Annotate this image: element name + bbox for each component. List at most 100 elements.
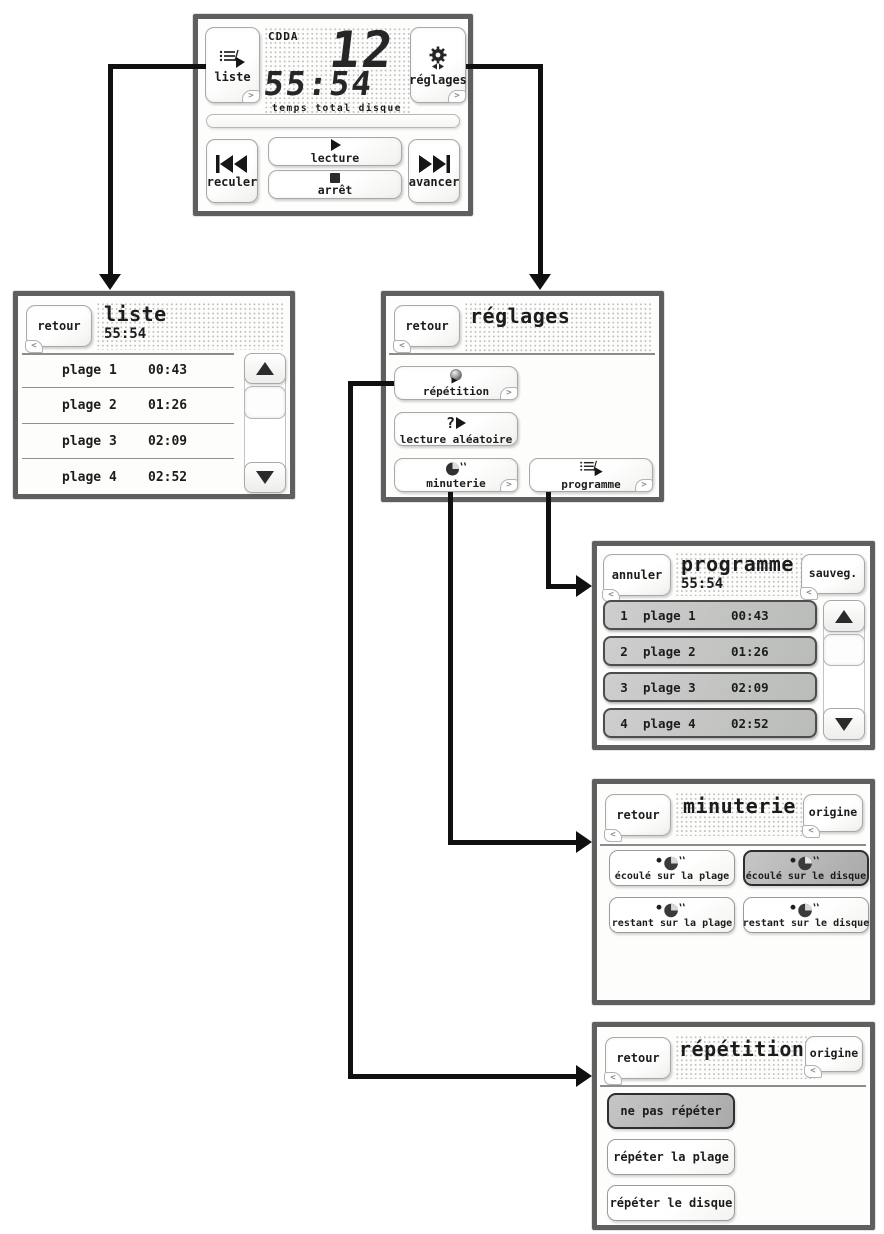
retour-button[interactable]: retour < (25, 305, 92, 353)
scroll-down-button[interactable] (244, 462, 286, 493)
page-title: réglages (470, 304, 571, 328)
arrowhead-right-icon (576, 1065, 592, 1087)
arrow-main-to-liste (108, 64, 113, 274)
pie-clock-icon (445, 461, 467, 476)
programme-entry[interactable]: 3 plage 3 02:09 (603, 672, 817, 702)
disc-format-label: CDDA (268, 30, 299, 43)
track-list-item[interactable]: plage 3 02:09 (22, 424, 234, 459)
option-ecoule-plage[interactable]: écoulé sur la plage (609, 850, 735, 886)
lecture-aleatoire-button[interactable]: ? lecture aléatoire (394, 412, 518, 446)
gear-icon (424, 45, 452, 72)
seek-progress-bar[interactable] (206, 114, 460, 128)
option-restant-plage[interactable]: restant sur la plage (609, 897, 735, 933)
programme-entry[interactable]: 2 plage 2 01:26 (603, 636, 817, 666)
scrollbar-thumb[interactable] (823, 634, 865, 666)
skip-forward-icon (417, 154, 451, 174)
origine-button[interactable]: origine < (802, 794, 863, 838)
arret-button[interactable]: arrêt (268, 170, 402, 199)
option-repeter-plage[interactable]: répéter la plage (607, 1139, 735, 1175)
entry-time: 02:09 (731, 679, 769, 695)
entry-number: 3 (620, 679, 628, 695)
dot-pie-clock-icon (656, 855, 688, 871)
arrow-reglages-to-programme (546, 584, 578, 589)
track-list-item[interactable]: plage 1 00:43 (22, 353, 234, 388)
reculer-button[interactable]: reculer (206, 139, 258, 203)
dot-pie-clock-icon (656, 902, 688, 918)
programme-entry[interactable]: 4 plage 4 02:52 (603, 708, 817, 738)
back-fold-icon: < (393, 340, 411, 353)
lecture-button[interactable]: lecture (268, 137, 402, 166)
shuffle-icon: ? (445, 413, 467, 432)
option-restant-disque[interactable]: restant sur le disque (743, 897, 869, 933)
total-time-display: 55:54 (261, 64, 376, 103)
main-screen: liste > CDDA 12 55:54 temps total disque (193, 14, 473, 216)
arrow-reglages-to-repetition (350, 381, 394, 386)
play-icon (330, 138, 341, 151)
annuler-button-label: annuler (611, 568, 663, 582)
back-fold-icon: < (804, 1065, 822, 1078)
arrow-reglages-to-repetition (348, 381, 353, 1079)
scroll-down-icon (835, 717, 853, 731)
avancer-button[interactable]: avancer (408, 139, 460, 203)
reglages-button[interactable]: réglages > (409, 27, 467, 103)
arrow-reglages-to-repetition (348, 1074, 576, 1079)
annuler-button[interactable]: annuler < (602, 554, 671, 602)
option-label: ne pas répéter (620, 1104, 722, 1118)
scroll-up-icon (256, 362, 274, 375)
arrowhead-down-icon (529, 274, 551, 290)
liste-button[interactable]: liste > (205, 27, 260, 103)
skip-back-icon (215, 154, 249, 174)
repetition-button[interactable]: répétition > (394, 366, 518, 400)
track-list-item[interactable]: plage 4 02:52 (22, 460, 234, 495)
divider (22, 353, 234, 355)
sauvegarder-button[interactable]: sauveg. < (800, 554, 865, 600)
dot-pie-clock-icon (790, 855, 822, 871)
track-time: 01:26 (148, 398, 188, 413)
lecture-aleatoire-button-label: lecture aléatoire (399, 432, 513, 446)
scrollbar-thumb[interactable] (244, 386, 286, 419)
disc-play-icon (447, 369, 465, 384)
sauvegarder-button-label: sauveg. (808, 566, 858, 581)
divider (389, 353, 655, 355)
option-label: restant sur le disque (742, 917, 870, 929)
retour-button[interactable]: retour < (604, 794, 671, 842)
option-repeter-disque[interactable]: répéter le disque (607, 1185, 735, 1221)
back-fold-icon: < (25, 340, 43, 353)
minuterie-button[interactable]: minuterie > (394, 458, 518, 492)
reculer-button-label: reculer (206, 175, 258, 189)
option-ecoule-disque[interactable]: écoulé sur le disque (743, 850, 869, 886)
track-time: 02:52 (148, 469, 188, 485)
list-play-icon (219, 48, 246, 69)
page-title: liste (104, 302, 167, 326)
liste-screen: retour < liste 55:54 plage 1 00:43 plage… (13, 291, 295, 499)
dot-pie-clock-icon (790, 902, 822, 918)
track-name: plage 2 (62, 398, 117, 413)
forward-fold-icon: > (242, 90, 260, 103)
origine-button[interactable]: origine < (804, 1036, 863, 1078)
scroll-up-button[interactable] (244, 353, 286, 384)
reglages-button-label: réglages (409, 72, 467, 87)
title-dots-texture (675, 792, 803, 836)
title-dots-texture (675, 552, 803, 596)
title-dots-texture (675, 1035, 815, 1079)
minuterie-button-label: minuterie (426, 477, 486, 490)
option-ne-pas-repeter[interactable]: ne pas répéter (607, 1093, 735, 1129)
entry-name: plage 1 (643, 607, 696, 623)
question-glyph: ? (445, 413, 456, 432)
retour-button[interactable]: retour < (393, 305, 460, 353)
track-name: plage 4 (62, 469, 117, 485)
scroll-down-button[interactable] (823, 708, 865, 740)
retour-button[interactable]: retour < (604, 1037, 671, 1085)
lecture-button-label: lecture (310, 150, 360, 165)
track-list-item[interactable]: plage 2 01:26 (22, 389, 234, 424)
arrowhead-right-icon (576, 575, 592, 597)
programme-entry[interactable]: 1 plage 1 00:43 (603, 600, 817, 630)
entry-name: plage 3 (643, 679, 696, 695)
divider (600, 1085, 866, 1087)
programme-button[interactable]: programme > (529, 458, 653, 492)
entry-number: 1 (620, 607, 628, 623)
scroll-up-button[interactable] (823, 600, 865, 632)
option-label: répéter le disque (609, 1196, 733, 1210)
avancer-button-label: avancer (408, 175, 460, 189)
